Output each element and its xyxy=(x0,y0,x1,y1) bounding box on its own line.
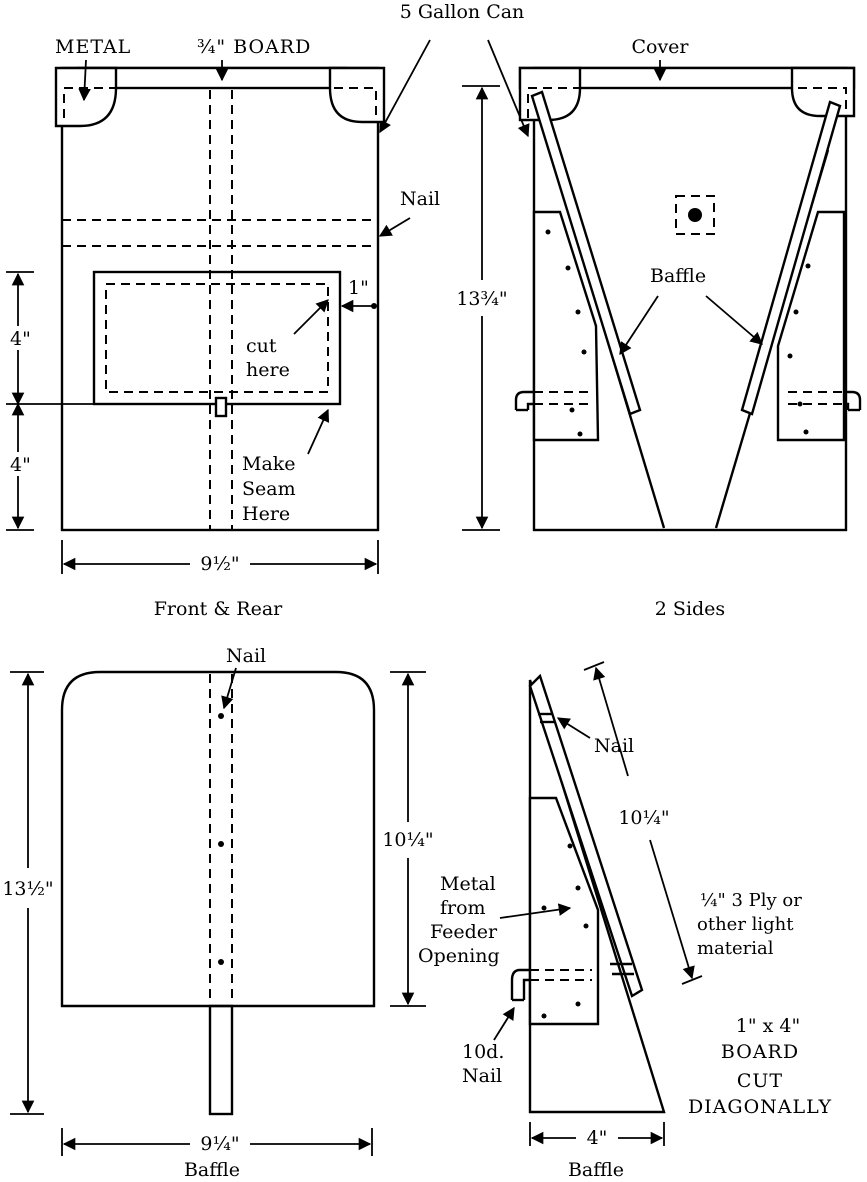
nail10d-line2: Nail xyxy=(462,1065,502,1087)
make-seam-line2: Seam xyxy=(242,478,296,500)
baffle-right xyxy=(740,100,842,416)
board-cut-line4: DIAGONALLY xyxy=(688,1096,832,1118)
baffle-board-outline xyxy=(60,670,376,1008)
sides-caption: 2 Sides xyxy=(655,598,725,620)
metal-corner-right xyxy=(328,66,386,124)
ply-line3: material xyxy=(697,938,774,959)
side-nail-label: Nail xyxy=(594,735,634,757)
front-panel-outline xyxy=(60,66,380,532)
front-caption: Front & Rear xyxy=(154,598,283,620)
nail-label: Nail xyxy=(400,188,440,210)
metal-from-line3: Feeder xyxy=(430,921,498,943)
make-seam-line1: Make xyxy=(242,453,296,475)
baffle-side-view: Nail 10¼" ¼" 3 Ply or other light materi… xyxy=(418,661,832,1181)
baffle-nail-label: Nail xyxy=(226,645,266,667)
diagram-title: 5 Gallon Can xyxy=(400,1,525,23)
metal-from-line4: Opening xyxy=(418,945,500,967)
cut-line xyxy=(105,283,329,393)
metal-from-line1: Metal xyxy=(440,873,496,895)
baffle-stick xyxy=(208,1004,234,1116)
cut-here-line1: cut xyxy=(246,335,277,357)
one-inch-label: 1" xyxy=(348,277,369,299)
ply-baffle xyxy=(528,673,644,998)
make-seam-line3: Here xyxy=(242,503,290,525)
metal-from-line2: from xyxy=(440,897,486,919)
baffle-front-view: Nail 13½" 10¼" 9¼" Baffle xyxy=(2,645,433,1181)
top-dashed-outline xyxy=(63,87,377,118)
dim-side-width: 4" xyxy=(587,1127,608,1149)
board-cut-line2: BOARD xyxy=(721,1041,799,1063)
board-cut-line1: 1" x 4" xyxy=(736,1015,800,1037)
dim-width-front: 9½" xyxy=(200,553,239,575)
dim-height-sides: 13¾" xyxy=(456,288,507,310)
front-rear-view: METAL ¾" BOARD Nail 1" cut here Make Sea… xyxy=(2,36,440,620)
dim-baffle-total: 13½" xyxy=(2,878,53,900)
board-cut-line3: CUT xyxy=(737,1070,783,1092)
baffle-side-caption: Baffle xyxy=(568,1159,624,1181)
baffle-front-caption: Baffle xyxy=(184,1159,240,1181)
dim-4-top: 4" xyxy=(10,328,31,350)
can-leader-left xyxy=(379,39,431,134)
ply-line1: ¼" 3 Ply or xyxy=(700,890,802,911)
cover-label: Cover xyxy=(631,36,689,58)
seam-mark xyxy=(214,396,228,418)
dim-baffle-width: 9¼" xyxy=(200,1133,239,1155)
sides-view: Cover Baffle 13¾" 2 Sides xyxy=(456,36,862,620)
nail10d-line1: 10d. xyxy=(462,1041,504,1063)
dim-4-bottom: 4" xyxy=(10,454,31,476)
dim-baffle-board: 10¼" xyxy=(382,829,433,851)
ply-line2: other light xyxy=(697,914,794,935)
top-board xyxy=(76,66,348,90)
baffle-left xyxy=(530,90,642,416)
feeder-opening xyxy=(92,270,342,406)
metal-label: METAL xyxy=(55,36,131,58)
center-hole xyxy=(675,195,715,235)
baffle-label-sides: Baffle xyxy=(650,265,706,287)
dim-side-length: 10¼" xyxy=(618,807,669,829)
cut-here-line2: here xyxy=(246,359,290,381)
board-label: ¾" BOARD xyxy=(197,36,311,58)
